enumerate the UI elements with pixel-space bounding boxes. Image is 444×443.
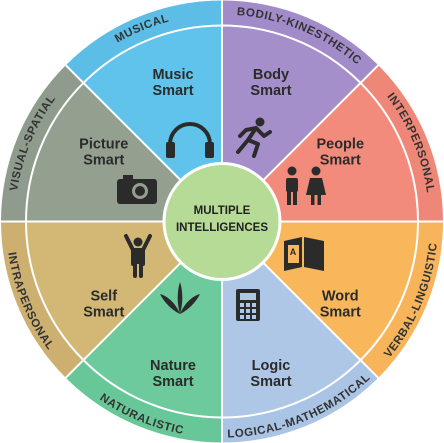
segment-title-body: Body	[253, 67, 289, 83]
calculator-icon	[236, 289, 260, 321]
center-circle	[162, 162, 282, 281]
segment-people	[222, 82, 418, 222]
segment-self	[26, 221, 222, 361]
person-arms-raised-icon	[124, 234, 152, 278]
segment-picture	[26, 82, 222, 222]
leaves-icon	[160, 282, 200, 314]
segment-subtitle-logic: Smart	[250, 374, 291, 390]
segment-subtitle-music: Smart	[152, 83, 193, 99]
segment-title-picture: Picture	[79, 137, 128, 153]
book-icon: A	[284, 237, 324, 271]
segment-title-self: Self	[90, 288, 117, 304]
segment-music	[83, 25, 222, 222]
segment-title-word: Word	[322, 288, 359, 304]
segment-subtitle-people: Smart	[320, 153, 361, 169]
people-icon	[286, 166, 326, 205]
segment-title-people: People	[316, 137, 364, 153]
segment-title-nature: Nature	[150, 358, 196, 374]
inner-ring-border	[25, 24, 419, 419]
headphones-icon	[166, 122, 214, 158]
segment-word	[222, 221, 418, 361]
segment-subtitle-picture: Smart	[83, 153, 124, 169]
segment-body	[222, 25, 361, 222]
camera-icon	[117, 175, 157, 204]
center-hub: MULTIPLE INTELLIGENCES	[162, 162, 282, 281]
running-person-icon	[236, 117, 272, 158]
svg-text:A: A	[290, 247, 297, 257]
segment-logic	[222, 221, 361, 418]
inner-segments	[26, 25, 418, 418]
center-title-line2: INTELLIGENCES	[176, 222, 268, 234]
segment-subtitle-word: Smart	[320, 304, 361, 320]
segment-nature	[83, 221, 222, 418]
segment-title-logic: Logic	[252, 358, 291, 374]
segment-subtitle-body: Smart	[250, 83, 291, 99]
segment-subtitle-self: Smart	[83, 304, 124, 320]
center-title-line1: MULTIPLE	[194, 205, 251, 217]
segment-icons: A	[117, 117, 326, 321]
segment-labels: MusicSmartBodySmartPeopleSmartWordSmartL…	[79, 67, 364, 390]
segment-title-music: Music	[152, 67, 193, 83]
segment-subtitle-nature: Smart	[152, 374, 193, 390]
